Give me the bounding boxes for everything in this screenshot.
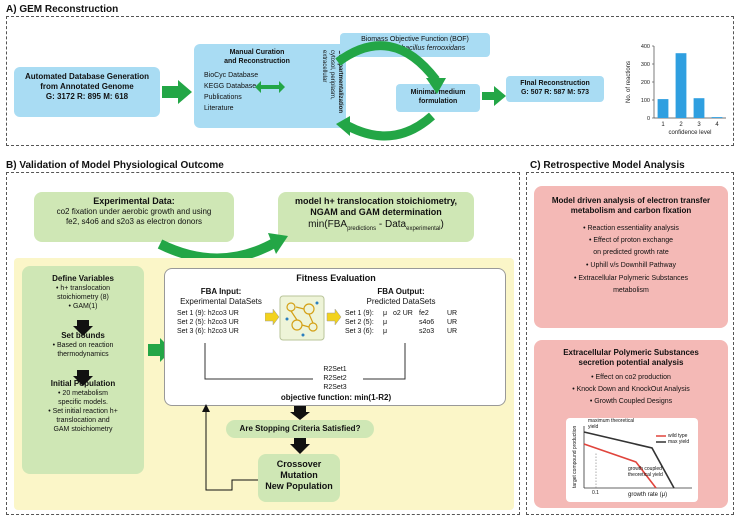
production-envelope-plot: maximum theoretical yield wild type max …	[566, 418, 698, 502]
setup-flow-arrows	[73, 320, 93, 386]
bof-species: Acidithiobacillus ferrooxidans	[374, 45, 466, 52]
arrow-minimal-to-final	[482, 86, 506, 106]
model-formula: min(FBApredictions - Dataexperimental)	[308, 219, 444, 232]
model-line1: model h+ translocation stoichiometry,	[294, 196, 458, 206]
fba-output: FBA Output: Predicted DataSets	[366, 287, 436, 306]
bar-ytick-label: 0	[647, 116, 650, 122]
confidence-bar-chart: 0 100 200 300 400 1 2 3 4 confidence level No. of …	[626, 44, 726, 136]
auto-db-counts: G: 3172 R: 895 M: 618	[45, 92, 129, 101]
bar-ytick-label: 200	[641, 80, 650, 86]
bar-ytick-label: 300	[641, 62, 650, 68]
experimental-line1: co2 fixation under aerobic growth and us…	[56, 207, 212, 216]
fba-input: FBA Input: Experimental DataSets	[180, 287, 262, 306]
plot-legend: wild type max yield	[668, 433, 690, 445]
plot-xtick: 0.1	[592, 490, 599, 496]
manual-curation-box: Manual Curation and Reconstruction BioCy…	[194, 44, 346, 128]
genetic-operators-box: Crossover Mutation New Population	[258, 454, 340, 502]
r2-list: R2Set1 R2Set2 R2Set3	[323, 366, 347, 391]
fitness-title: Fitness Evaluation	[296, 273, 376, 283]
bof-line1: Biomass Objective Function (BOF)	[361, 36, 469, 43]
manual-source-item: Publications	[204, 94, 242, 101]
manual-source-item: BioCyc Database	[204, 72, 259, 79]
plot-ylabel: target compound production	[572, 425, 578, 488]
bar-xtick-label: 4	[715, 122, 719, 128]
bar-confidence-4	[711, 117, 723, 118]
experimental-line2: fe2, s4o6 and s2o3 as electron donors	[65, 217, 203, 226]
bar-confidence-3	[693, 98, 705, 118]
wild-type-envelope	[583, 443, 657, 489]
arrow-stopping-to-ga	[290, 438, 310, 454]
bar-confidence-1	[657, 99, 669, 118]
bar-ytick-label: 400	[641, 44, 650, 50]
fba-input-rows: Set 1 (9): h2co3 UR Set 2 (5): h2co3 UR …	[177, 310, 239, 335]
bar-xlabel: confidence level	[668, 130, 711, 136]
define-title: Define Variables	[52, 274, 114, 283]
down-arrow-icon	[73, 370, 93, 386]
auto-db-line2: from Annotated Genome	[40, 82, 134, 91]
metabolic-network-icon	[279, 295, 325, 341]
loop-arrows	[202, 404, 310, 491]
r2-bracket	[204, 343, 406, 380]
arrow-fitness-to-stopping	[290, 406, 310, 420]
manual-title1: Manual Curation	[229, 49, 285, 56]
experimental-title: Experimental Data:	[93, 196, 175, 206]
electron-transfer-box: Model driven analysis of electron transf…	[534, 186, 728, 328]
curved-arrow-bottom	[345, 112, 435, 141]
auto-database-box: Automated Database Generation from Annot…	[14, 67, 160, 117]
model-line2: NGAM and GAM determination	[310, 207, 442, 217]
manual-title2: and Reconstruction	[224, 58, 290, 65]
double-arrow-icon	[255, 81, 285, 93]
section-b-frame	[6, 172, 520, 515]
manual-source-item: Literature	[204, 105, 234, 112]
experimental-data-box: Experimental Data: co2 fixation under ae…	[34, 192, 234, 242]
bar-confidence-2	[675, 53, 687, 119]
section-a-frame	[6, 16, 734, 146]
arrow-network-to-output	[326, 309, 342, 326]
objective-function: objective function: min(1-R2)	[280, 393, 392, 402]
final-reconstruction-box: FInal Reconstruction G: 507 R: 587 M: 57…	[506, 76, 604, 102]
max-theoretical-label: maximum theoretical yield	[588, 418, 635, 430]
arrow-input-to-network	[265, 309, 280, 326]
bar-xtick-label: 1	[661, 122, 665, 128]
bar-ylabel: No. of reactions	[626, 61, 632, 103]
down-arrow-icon	[73, 320, 93, 336]
section-a-title: A) GEM Reconstruction	[6, 4, 119, 15]
auto-db-line1: Automated Database Generation	[24, 72, 150, 81]
max-yield-envelope	[583, 431, 675, 489]
curved-arrow-top	[335, 41, 440, 83]
bar-ytick-label: 100	[641, 98, 650, 104]
manual-sources-list: BioCyc Database KEGG Database Publicatio…	[204, 70, 284, 114]
final-counts: G: 507 R: 587 M: 573	[520, 89, 590, 96]
arrow-auto-to-manual	[162, 80, 192, 104]
minimal-line1: Minimal medium	[410, 89, 466, 96]
minimal-line2: formulation	[418, 98, 458, 105]
growth-coupled-label: growth coupled theoretical yield	[628, 466, 663, 478]
manual-source-item: KEGG Database	[204, 83, 257, 90]
section-b-title: B) Validation of Model Physiological Out…	[6, 160, 224, 171]
section-c-title: C) Retrospective Model Analysis	[530, 160, 685, 171]
fitness-evaluation-box: Fitness Evaluation FBA Input: Experiment…	[164, 268, 506, 406]
plot-xlabel: growth rate (μ)	[628, 492, 668, 498]
bar-xtick-label: 2	[679, 122, 683, 128]
loop-back-line	[205, 410, 258, 491]
section-c-frame	[526, 172, 734, 515]
bar-xtick-label: 3	[697, 122, 701, 128]
final-title: FInal Reconstruction	[520, 80, 590, 87]
stopping-criteria-box: Are Stopping Criteria Satisfied?	[226, 420, 374, 438]
section-a-arrows	[162, 41, 506, 141]
model-determination-box: model h+ translocation stoichiometry, NG…	[278, 192, 474, 242]
